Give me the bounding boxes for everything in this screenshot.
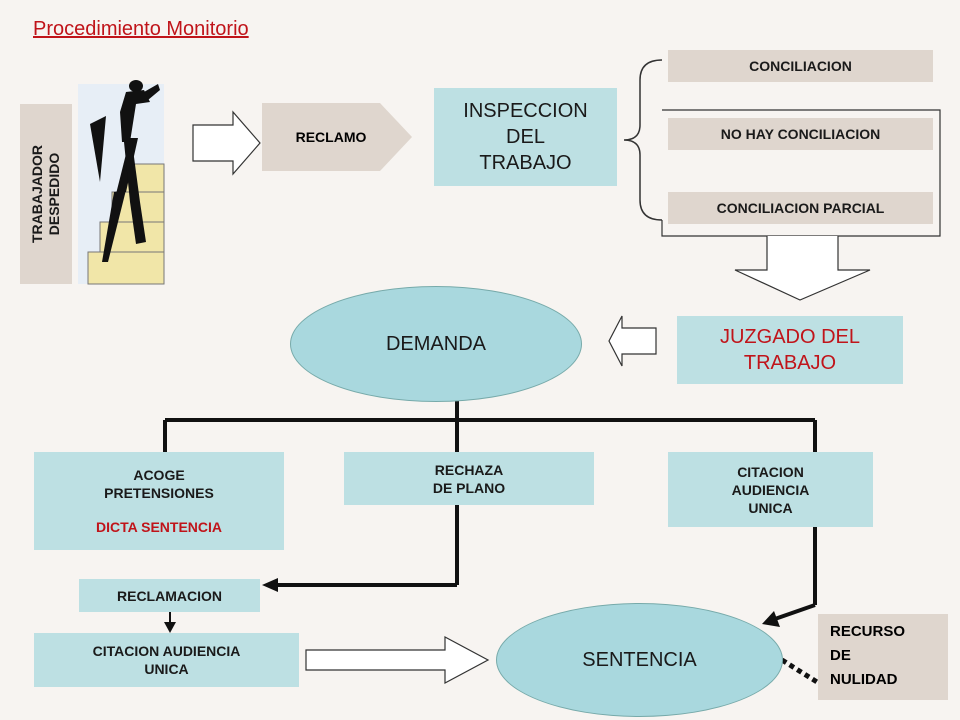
reclamacion-box: RECLAMACION: [79, 579, 260, 612]
acoge-line2: PRETENSIONES: [104, 485, 214, 501]
down-arrow-icon: [734, 236, 871, 301]
inspeccion-trabajo-box: INSPECCION DEL TRABAJO: [434, 88, 617, 186]
right-arrow-icon: [192, 110, 261, 176]
rechaza-line1: RECHAZA: [434, 461, 504, 478]
citacion-unica-line3: UNICA: [748, 499, 793, 516]
acoge-line1: ACOGE: [133, 467, 185, 483]
citacion-unica-line1: CITACION: [737, 463, 804, 480]
recurso-line3: NULIDAD: [830, 671, 898, 688]
dicta-sentencia-label: DICTA SENTENCIA: [96, 519, 222, 535]
inspeccion-line1: INSPECCION: [463, 100, 588, 122]
arrowhead-to-reclamacion: [262, 578, 278, 592]
arrowhead-to-sentencia: [762, 611, 780, 627]
rechaza-de-plano-box: RECHAZA DE PLANO: [344, 452, 594, 505]
conciliacion-box: CONCILIACION: [668, 50, 933, 82]
juzgado-line2: TRABAJO: [743, 352, 837, 374]
acoge-pretensiones-box: ACOGE PRETENSIONES DICTA SENTENCIA: [34, 452, 284, 550]
left-arrow-icon: [608, 315, 657, 367]
brace-icon: [623, 59, 663, 221]
recurso-line1: RECURSO: [830, 623, 906, 640]
worker-climbing-stairs-illustration: [78, 80, 165, 285]
conciliacion-parcial-box: CONCILIACION PARCIAL: [668, 192, 933, 224]
sentencia-label: SENTENCIA: [582, 648, 697, 671]
citacion-audiencia-line2: UNICA: [144, 661, 189, 677]
sentencia-oval: SENTENCIA: [496, 603, 783, 717]
inspeccion-line2: DEL: [506, 126, 545, 148]
recurso-line2: DE: [830, 647, 851, 664]
arrowhead-to-citacion: [164, 622, 176, 633]
citacion-unica-line2: AUDIENCIA: [731, 481, 810, 498]
citacion-audiencia-line1: CITACION AUDIENCIA: [92, 643, 241, 659]
inspeccion-line3: TRABAJO: [479, 152, 572, 174]
juzgado-line1: JUZGADO DEL: [719, 326, 861, 348]
reclamo-label: RECLAMO: [295, 129, 367, 145]
reclamo-box: RECLAMO: [262, 103, 412, 171]
demanda-oval: DEMANDA: [290, 286, 582, 402]
citacion-audiencia-box: CITACION AUDIENCIA UNICA: [34, 633, 299, 687]
demanda-label: DEMANDA: [385, 332, 486, 355]
recurso-nulidad-box: RECURSO DE NULIDAD: [818, 614, 948, 700]
no-hay-conciliacion-box: NO HAY CONCILIACION: [668, 118, 933, 150]
trabajador-line2: DESPEDIDO: [46, 152, 62, 236]
page-title: Procedimiento Monitorio: [33, 18, 249, 40]
trabajador-line1: TRABAJADOR: [29, 145, 45, 243]
citacion-audiencia-unica-box: CITACION AUDIENCIA UNICA: [668, 452, 873, 527]
outcomes-bracket: [661, 109, 941, 237]
trabajador-despedido-box: TRABAJADOR DESPEDIDO: [20, 104, 72, 284]
rechaza-line2: DE PLANO: [432, 479, 506, 496]
right-arrow-to-sentencia-icon: [305, 635, 490, 685]
reclamo-shape: [262, 103, 412, 171]
juzgado-trabajo-box: JUZGADO DEL TRABAJO: [677, 316, 903, 384]
